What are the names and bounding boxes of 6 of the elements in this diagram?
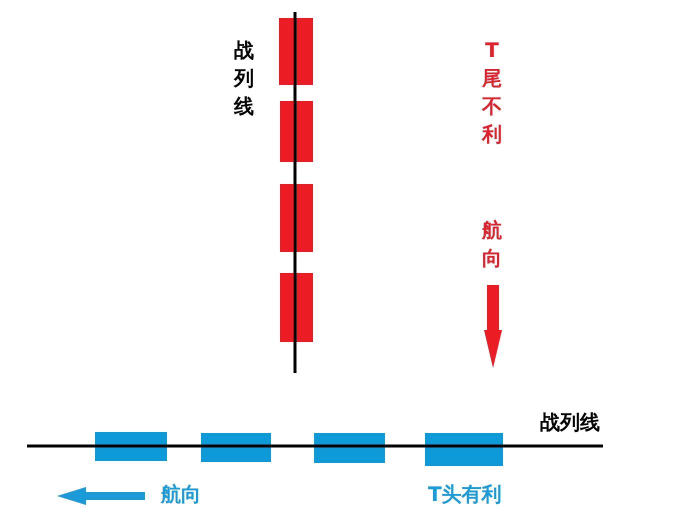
vertical-label: 航向 [482, 217, 502, 272]
label: 战列线 [540, 412, 600, 432]
vertical-label: 战列线 [234, 37, 254, 120]
label: T头有利 [428, 484, 502, 504]
vertical-label: T尾不利 [482, 37, 502, 148]
label: 航向 [161, 484, 201, 504]
